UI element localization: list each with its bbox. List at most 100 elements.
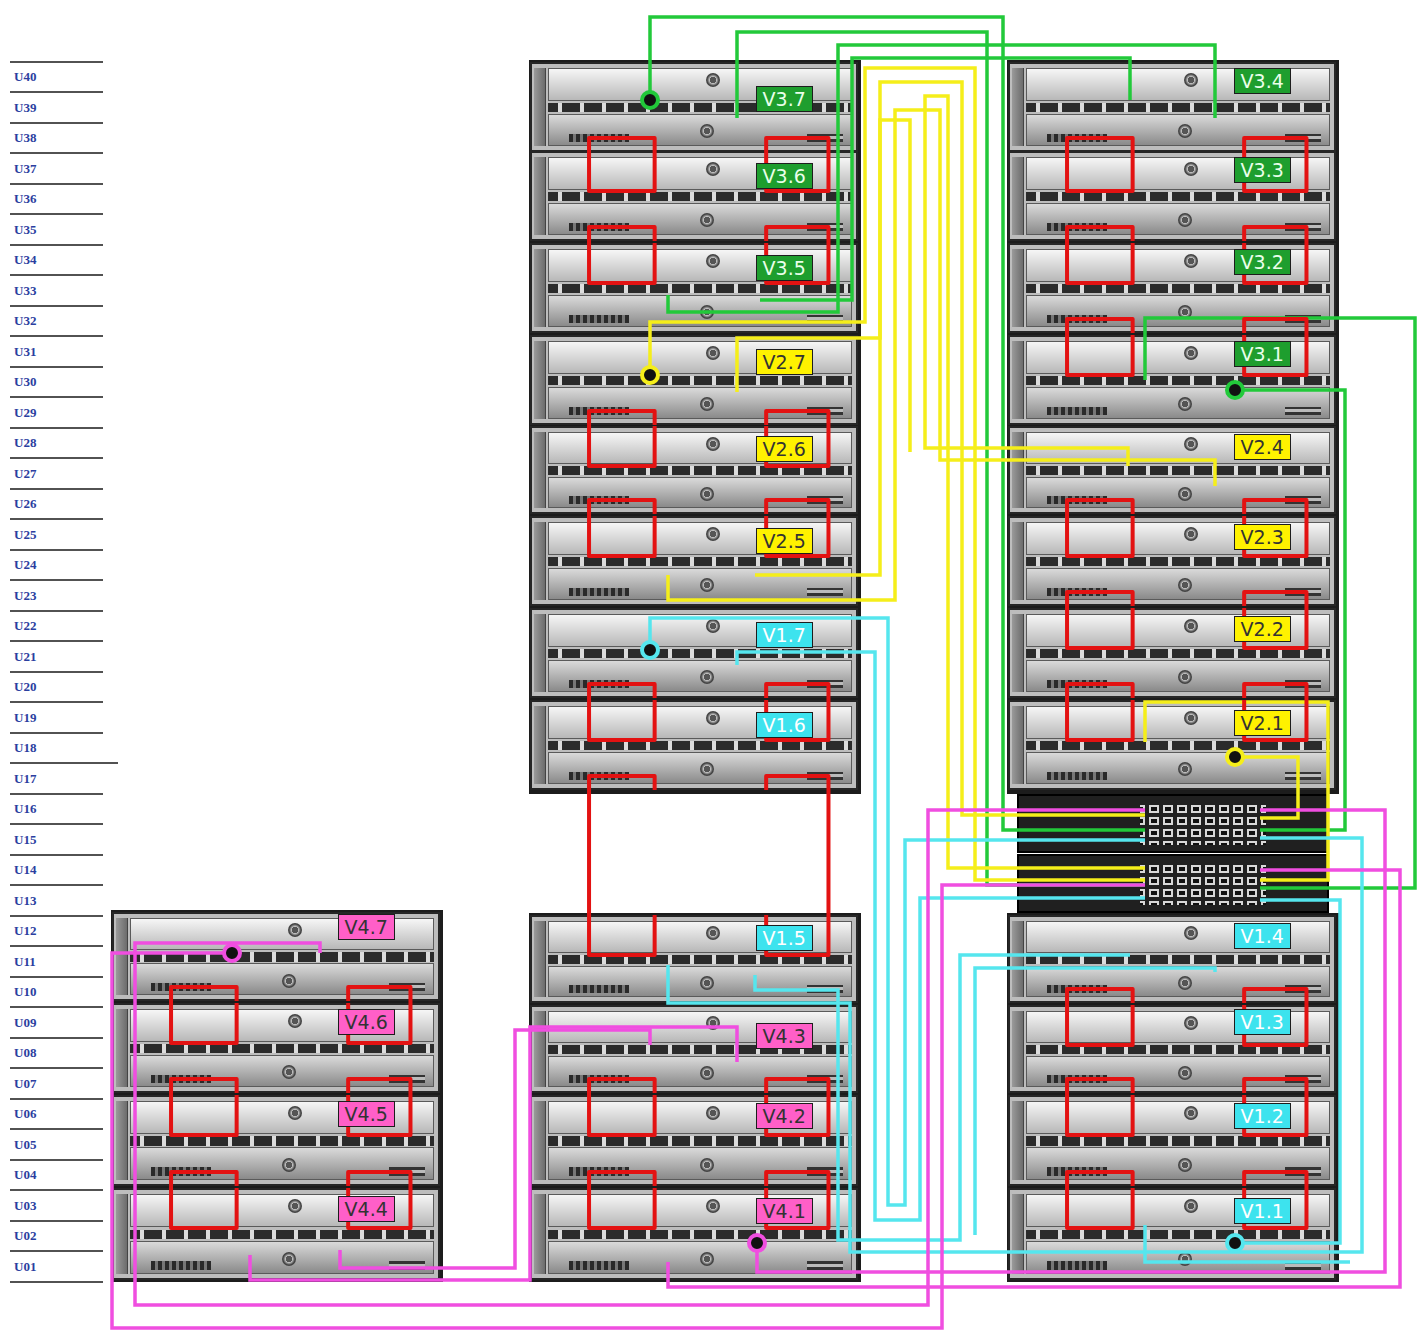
rack-unit-label: U06: [14, 1106, 36, 1121]
rack-unit-label: U07: [14, 1076, 36, 1091]
enclosure-handle: [534, 341, 546, 419]
magenta-cable: [112, 885, 1145, 1328]
rack-unit-lines: [10, 62, 118, 1282]
disk-enclosure: V1.3: [1008, 1005, 1336, 1093]
sas-cable: [1067, 592, 1306, 648]
rack-unit-label: U23: [14, 588, 36, 603]
vent-grille: [807, 680, 843, 688]
vent-grille: [1285, 407, 1321, 415]
yellow-cable: [755, 120, 910, 575]
cyan-cable: [668, 838, 1362, 1252]
enclosure-handle: [534, 706, 546, 784]
enclosure-label: V3.3: [1234, 157, 1291, 183]
vent-grille: [569, 772, 629, 780]
disk-enclosure: V1.2: [1008, 1095, 1336, 1186]
vent-grille: [807, 496, 843, 504]
disk-enclosure: V2.2: [1008, 608, 1336, 698]
cyan-cable: [1145, 1225, 1350, 1262]
sas-cable: [589, 1172, 828, 1228]
fan-symbol: [706, 711, 720, 725]
vent-grille: [569, 496, 629, 504]
cable-end: [642, 642, 658, 658]
yellow-cables: [642, 68, 1328, 880]
rack-frame: [111, 910, 443, 1282]
rack-unit-label: U22: [14, 618, 36, 633]
green-cable: [760, 58, 1130, 300]
enclosure-handle: [116, 1101, 128, 1180]
vent-grille: [1047, 588, 1107, 596]
vent-grille: [389, 1261, 425, 1270]
rack-unit-line: [10, 62, 118, 1282]
fan-symbol: [1184, 254, 1198, 268]
cable-end: [1227, 1235, 1243, 1251]
vent-grille: [1047, 1167, 1107, 1176]
enclosure-label: V1.6: [756, 712, 813, 738]
enclosure-label: V1.2: [1234, 1103, 1291, 1129]
enclosure-label: V4.6: [338, 1009, 395, 1035]
enclosure-handle: [1012, 157, 1024, 235]
port-strip: [1026, 741, 1330, 750]
rack-unit-label: U12: [14, 923, 36, 938]
cyan-cable: [737, 652, 1145, 1220]
rack-unit-label: U14: [14, 862, 36, 877]
rack-unit-label: U04: [14, 1167, 36, 1182]
rack-unit-label: U26: [14, 496, 36, 511]
enclosure-handle: [116, 918, 128, 995]
enclosure-label: V2.6: [756, 436, 813, 462]
cable-end: [642, 367, 658, 383]
rack-unit-label: U09: [14, 1015, 36, 1030]
rack-unit-label: U34: [14, 252, 36, 267]
vent-grille: [1285, 496, 1321, 504]
vent-grille: [569, 134, 629, 142]
network-switch: [1018, 795, 1328, 852]
magenta-cable: [135, 810, 1145, 1305]
disk-enclosure: V1.1: [1008, 1188, 1336, 1280]
enclosure-label: V3.5: [756, 255, 813, 281]
port-strip: [548, 557, 852, 566]
disk-enclosure: V3.3: [1008, 151, 1336, 241]
enclosure-label: V2.2: [1234, 616, 1291, 642]
rack-unit-label: U13: [14, 893, 36, 908]
rack-unit-label: U11: [14, 954, 36, 969]
enclosure-handle: [534, 614, 546, 692]
enclosure-handle: [534, 68, 546, 146]
port-strip: [1026, 466, 1330, 475]
vent-grille: [1285, 588, 1321, 596]
enclosure-handle: [116, 1194, 128, 1274]
vent-grille: [389, 1075, 425, 1083]
sas-cable: [589, 500, 828, 556]
enclosure-handle: [534, 921, 546, 997]
green-cable: [650, 17, 1145, 830]
sas-cable: [171, 1079, 410, 1135]
fan-symbol: [1184, 346, 1198, 360]
switch-ports: [1140, 803, 1266, 845]
enclosure-label: V3.4: [1234, 68, 1291, 94]
disk-enclosure: V4.6: [112, 1003, 440, 1093]
enclosure-label: V2.5: [756, 528, 813, 554]
vent-grille: [807, 134, 843, 142]
sas-cable: [1067, 684, 1306, 740]
port-strip: [1026, 376, 1330, 385]
enclosure-label: V4.3: [756, 1023, 813, 1049]
port-strip: [130, 1044, 434, 1053]
enclosure-handle: [1012, 249, 1024, 327]
vent-grille: [569, 407, 629, 415]
vent-grille: [807, 588, 843, 596]
vent-grille: [1285, 1075, 1321, 1083]
sas-cable: [1067, 138, 1306, 191]
enclosure-handle: [534, 522, 546, 600]
switch-ports: [1140, 863, 1266, 905]
enclosure-handle: [1012, 522, 1024, 600]
enclosure-handle: [534, 157, 546, 235]
vent-grille: [1285, 1167, 1321, 1176]
yellow-cable: [650, 68, 1145, 880]
port-strip: [1026, 1045, 1330, 1054]
disk-enclosure: V3.2: [1008, 243, 1336, 333]
vent-grille: [569, 985, 629, 993]
fan-symbol: [706, 346, 720, 360]
enclosure-label: V1.7: [756, 622, 813, 648]
vent-grille: [1285, 985, 1321, 993]
fan-symbol: [1184, 1016, 1198, 1030]
rack-unit-label: U21: [14, 649, 36, 664]
